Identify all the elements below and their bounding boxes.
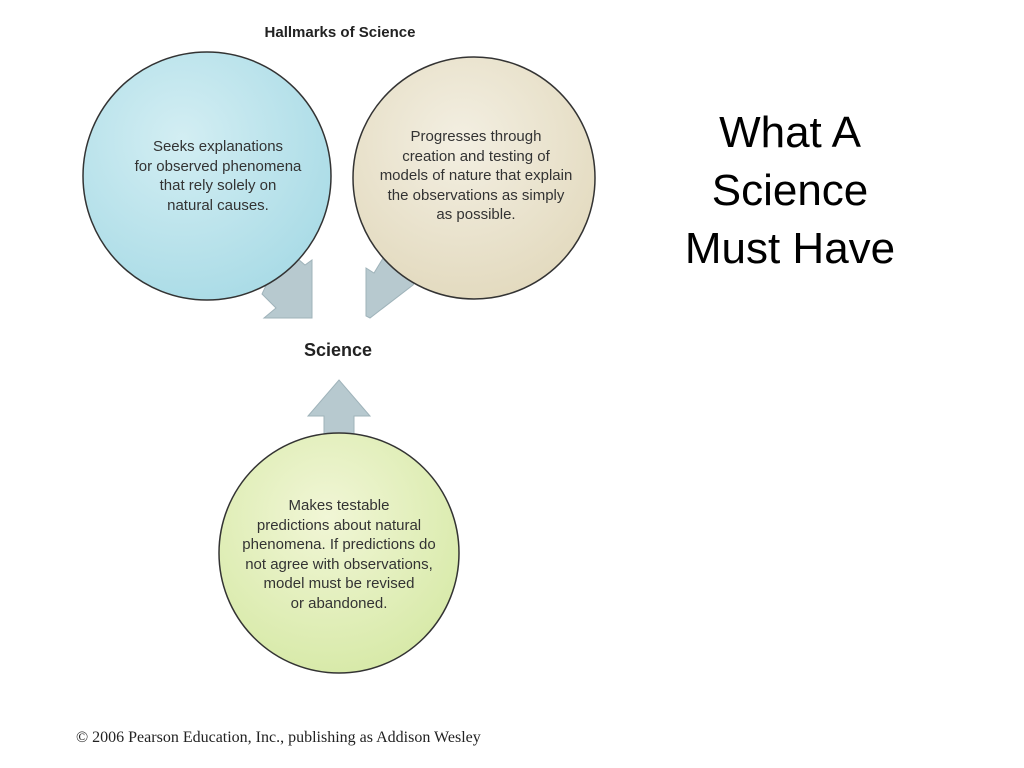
- circle-natural-causes-text: Seeks explanations for observed phenomen…: [134, 138, 302, 214]
- slide-heading-line-3: Must Have: [684, 224, 896, 273]
- slide-heading: What A Science Must Have: [640, 104, 940, 278]
- circle-natural-causes: [82, 51, 332, 301]
- diagram-title: Hallmarks of Science: [264, 24, 416, 41]
- circle-testable-predictions: [218, 432, 460, 674]
- arrow-left-to-science: [261, 246, 313, 319]
- slide-heading-line-2: Science: [711, 166, 869, 215]
- science-label: Science: [303, 340, 373, 360]
- circle-testable-predictions-text: Makes testable predictions about natural…: [242, 497, 436, 612]
- circle-models-of-nature-text: Progresses through creation and testing …: [379, 128, 573, 223]
- slide-heading-line-1: What A: [719, 108, 861, 157]
- copyright-footer: © 2006 Pearson Education, Inc., publishi…: [76, 729, 481, 746]
- arrow-bottom-to-science: [306, 379, 372, 435]
- circle-models-of-nature: [352, 56, 596, 300]
